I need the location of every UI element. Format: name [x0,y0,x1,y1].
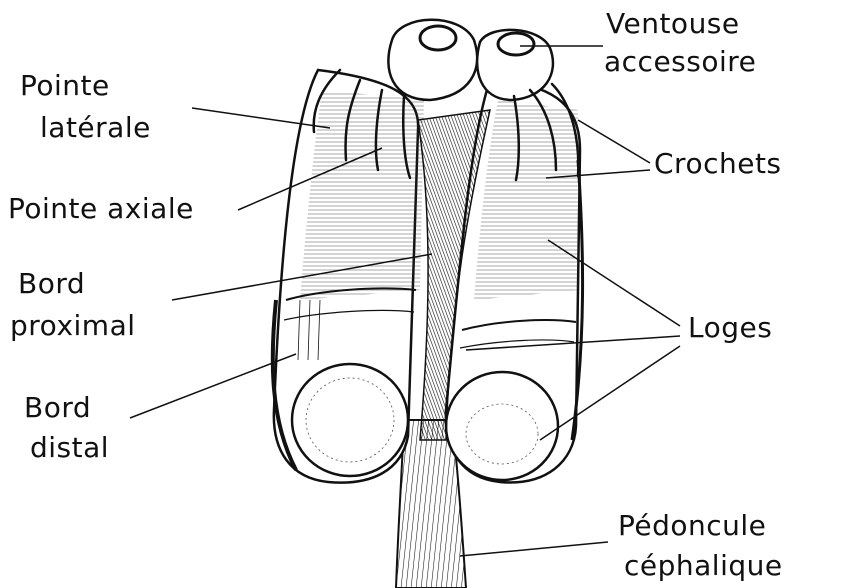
label-crochets: Crochets [654,148,782,180]
label-pointe-axiale: Pointe axiale [8,193,194,225]
accessory-suckers [388,20,553,100]
label-pedoncule-line1: Pédoncule [618,510,766,542]
label-pedoncule-line2: céphalique [624,550,783,582]
label-bord-proximal-line2: proximal [10,310,136,342]
label-bord-distal-line1: Bord [24,392,91,424]
left-distal-rim [292,364,408,476]
label-ventouse-line1: Ventouse [606,8,740,40]
label-bord-distal-line2: distal [30,432,109,464]
label-bord-proximal-line1: Bord [18,268,85,300]
left-bothridium [273,70,424,483]
label-ventouse-line2: accessoire [604,46,756,78]
label-loges: Loges [688,312,772,344]
label-pointe-laterale-line2: latérale [40,112,151,144]
label-pointe-laterale-line1: Pointe [20,70,110,102]
